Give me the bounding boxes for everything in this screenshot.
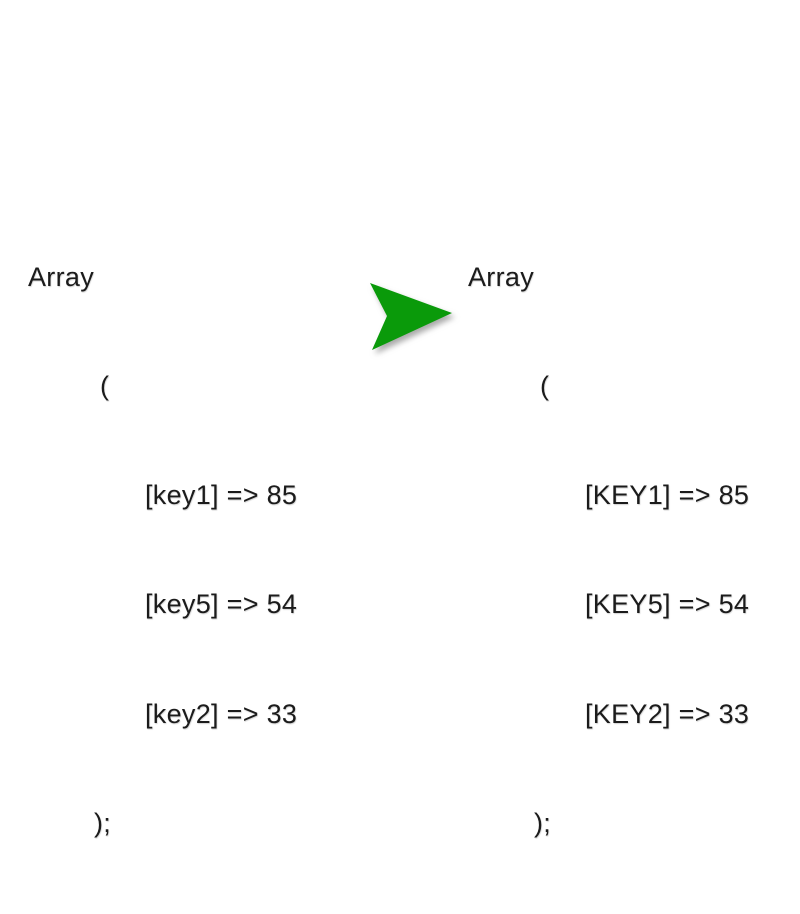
right-arrow-icon [364,278,459,356]
array-keyword: Array [468,261,535,292]
close-paren: ); [534,807,552,838]
array-entry: [key2] => 33 [145,698,298,729]
close-paren: ); [94,807,112,838]
open-paren: ( [100,371,110,402]
array-entry: [KEY1] => 85 [585,480,750,511]
array-entry: [KEY5] => 54 [585,589,750,620]
array-entry: [key5] => 54 [145,589,298,620]
array-block-after: Array ( [KEY1] => 85 [KEY5] => 54 [KEY2]… [468,186,749,914]
array-block-before: Array ( [key1] => 85 [key5] => 54 [key2]… [28,186,297,914]
diagram-canvas: Array ( [key1] => 85 [key5] => 54 [key2]… [28,262,749,838]
right-arrow-shape [370,283,452,350]
array-entry: [KEY2] => 33 [585,698,750,729]
open-paren: ( [540,371,550,402]
array-keyword: Array [28,261,95,292]
array-entry: [key1] => 85 [145,480,298,511]
